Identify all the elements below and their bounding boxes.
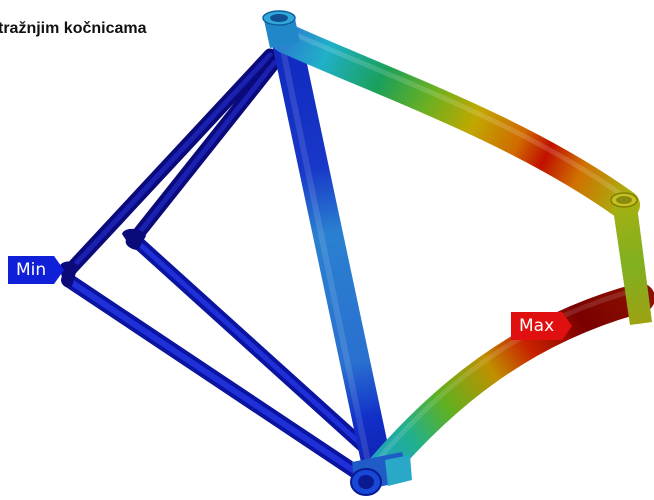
head-tube: [612, 198, 652, 325]
seat-tube: [272, 27, 393, 485]
chain-stay-inner-highlight: [132, 237, 365, 448]
top-tube-highlight: [283, 27, 627, 200]
max-marker: Max: [511, 312, 573, 340]
top-tube: [270, 23, 640, 220]
seat-stay-inner-highlight: [132, 59, 278, 241]
max-pointer-icon: [562, 312, 573, 340]
seat-stay-outer-highlight: [67, 52, 273, 273]
bottom-bracket-cap: [385, 455, 412, 486]
bottom-bracket-shell-inner: [358, 475, 374, 489]
chain-stay-outer-highlight: [65, 277, 368, 481]
min-label: Min: [8, 256, 55, 284]
dropout-tab: [59, 261, 78, 288]
down-tube-highlight: [374, 287, 637, 464]
min-pointer-icon: [54, 256, 65, 284]
max-label: Max: [511, 312, 563, 340]
min-marker: Min: [8, 256, 65, 284]
page-title: tražnjim kočnicama: [0, 20, 147, 37]
head-tube-top-inner: [616, 196, 632, 204]
brake-bridge: [122, 228, 146, 250]
down-tube: [365, 283, 654, 485]
seat-tube-highlight: [279, 44, 371, 463]
seat-collar-opening: [270, 14, 288, 22]
